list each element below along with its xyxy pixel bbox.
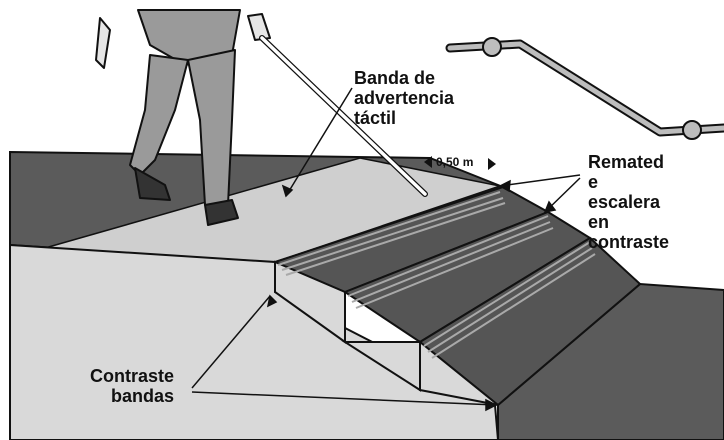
leader-lines — [191, 87, 581, 412]
walking-person — [95, 9, 271, 226]
step-3-riser — [419, 339, 499, 406]
label-contrast-bands: Contraste bandas — [90, 366, 174, 406]
step-2-nosing-stripe — [347, 215, 554, 309]
label-line: bandas — [110, 386, 175, 406]
dimension-label: 0,50 m — [436, 155, 474, 169]
label-line: Remated — [588, 152, 665, 172]
step-1-nosing-stripe — [277, 191, 506, 276]
label-line: táctil — [354, 108, 397, 128]
label-line: e — [588, 172, 599, 192]
label-contrast-nosing: Remated e escalera en contraste — [588, 152, 669, 252]
label-line: Banda de — [354, 68, 436, 88]
label-line: en — [588, 212, 610, 232]
label-line: escalera — [588, 192, 661, 212]
label-tactile-warning-band: Banda de advertencia táctil — [354, 68, 454, 128]
label-line: Contraste — [90, 366, 175, 386]
label-line: contraste — [588, 232, 670, 252]
step-3-nosing-stripe — [423, 241, 596, 359]
white-cane — [259, 35, 428, 197]
dimension-arrows — [424, 156, 496, 170]
person-back-leg — [129, 54, 189, 176]
handrail — [445, 37, 724, 140]
label-line: advertencia — [354, 88, 455, 108]
